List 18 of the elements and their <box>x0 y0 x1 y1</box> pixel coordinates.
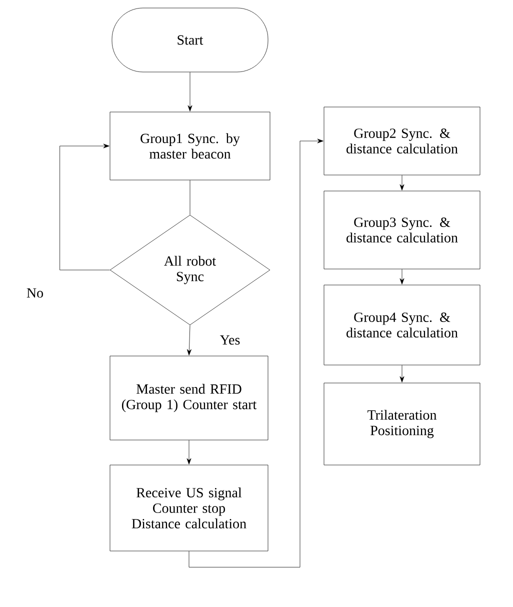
arrow <box>60 144 110 270</box>
process-box: Receive US signal Counter stop Distance calculation <box>110 464 268 552</box>
process-box: Group4 Sync. & distance calculation <box>324 284 480 366</box>
arrow <box>188 72 192 112</box>
process-box: Trilateration Positioning <box>324 382 480 466</box>
arrow <box>186 325 192 356</box>
process-box: Group3 Sync. & distance calculation <box>324 190 480 270</box>
process-box: Group1 Sync. by master beacon <box>110 112 270 180</box>
process-box: Group2 Sync. & distance calculation <box>324 106 480 176</box>
process-box: Master send RFID (Group 1) Counter start <box>110 356 268 440</box>
arrow <box>400 175 404 190</box>
arrow <box>188 138 324 568</box>
arrow <box>186 440 192 464</box>
terminator-box: Start <box>112 8 268 72</box>
edge-label: Yes <box>218 334 242 346</box>
arrow <box>400 269 404 284</box>
arrow <box>400 365 404 382</box>
edge-label: No <box>25 287 45 299</box>
